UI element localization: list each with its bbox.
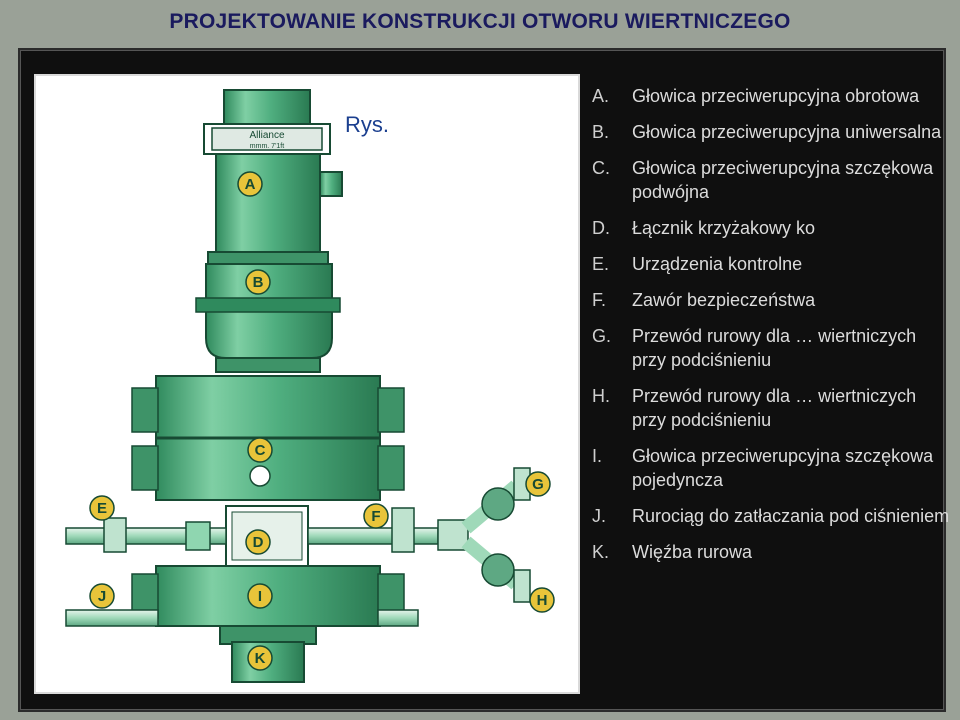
choke-line [307,467,531,603]
marker-b: B [253,274,264,291]
legend-letter: G. [592,326,612,346]
marker-c: C [255,442,266,459]
legend-text: Urządzenia kontrolne [632,254,803,274]
legend-text: Rurociąg do zatłaczania pod ciśnieniem [632,506,950,526]
legend-text: Głowica przeciwerupcyjna uniwersalna [632,122,942,142]
legend-text: Przewód rurowy dla … wiertniczych przy p… [632,386,917,430]
double-ram-preventer-c [131,375,405,501]
annular-preventer-b [195,251,341,373]
legend-text: Głowica przeciwerupcyjna szczękowa pojed… [632,446,934,490]
legend-item: B. Głowica przeciwerupcyjna uniwersalna [592,120,952,144]
legend-letter: I. [592,446,603,466]
legend-letter: F. [592,290,607,310]
marker-f: F [371,508,380,525]
legend-item: F. Zawór bezpieczeństwa [592,288,952,312]
slide-title: PROJEKTOWANIE KONSTRUKCJI OTWORU WIERTNI… [169,10,791,33]
legend-item: C. Głowica przeciwerupcyjna szczękowa po… [592,156,952,204]
legend-item: D. Łącznik krzyżakowy ko [592,216,952,240]
marker-j: J [98,588,106,605]
legend-item: G. Przewód rurowy dla … wiertniczych prz… [592,324,952,372]
legend-letter: A. [592,86,610,106]
marker-k: K [255,650,266,667]
legend-item: E. Urządzenia kontrolne [592,252,952,276]
injection-line-j [65,609,419,627]
bop-diagram: Alliance mmm. 7'1ft [34,74,580,694]
legend-text: Więźba rurowa [632,542,753,562]
marker-d: D [253,534,264,551]
legend-text: Zawór bezpieczeństwa [632,290,816,310]
legend-item: J. Rurociąg do zatłaczania pod ciśnienie… [592,504,952,528]
kill-line [65,517,227,553]
legend-item: I. Głowica przeciwerupcyjna szczękowa po… [592,444,952,492]
legend-item: H. Przewód rurowy dla … wiertniczych prz… [592,384,952,432]
legend-letter: D. [592,218,610,238]
nameplate-brand: Alliance [249,130,284,141]
marker-h: H [537,592,548,609]
legend-letter: J. [592,506,607,526]
marker-e: E [97,500,107,517]
legend-letter: B. [592,122,610,142]
figure-label: Rys. [345,112,389,137]
component-legend: A. Głowica przeciwerupcyjna obrotowa B. … [592,84,952,576]
rotating-head-a [203,89,343,255]
legend-text: Głowica przeciwerupcyjna szczękowa podwó… [632,158,934,202]
legend-text: Łącznik krzyżakowy ko [632,218,816,238]
legend-letter: H. [592,386,610,406]
nameplate-model: mmm. 7'1ft [250,143,284,150]
legend-text: Przewód rurowy dla … wiertniczych przy p… [632,326,917,370]
legend-text: Głowica przeciwerupcyjna obrotowa [632,86,920,106]
legend-letter: K. [592,542,610,562]
marker-a: A [245,176,256,193]
legend-letter: C. [592,158,610,178]
legend-letter: E. [592,254,610,274]
legend-item: K. Więźba rurowa [592,540,952,564]
legend-item: A. Głowica przeciwerupcyjna obrotowa [592,84,952,108]
marker-i: I [258,588,262,605]
marker-g: G [532,476,544,493]
